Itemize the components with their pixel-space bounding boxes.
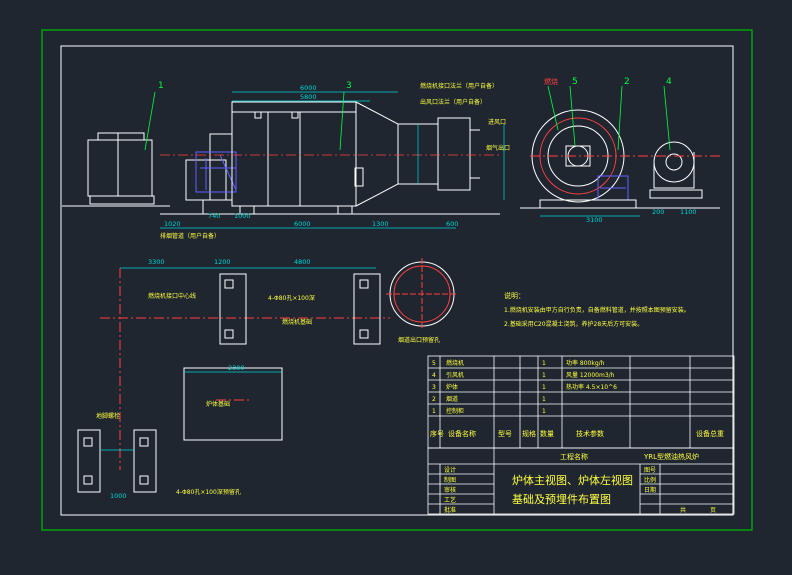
balloon-4: 4 — [666, 77, 672, 87]
row-3-name: 炉体 — [446, 383, 458, 391]
outlet-flange — [437, 117, 471, 191]
label-scale: 比例 — [644, 476, 656, 484]
front-view — [62, 101, 500, 215]
row-3-no: 3 — [432, 384, 436, 391]
row-5-no: 5 — [432, 360, 436, 367]
drawing-title-1: 炉体主视图、炉体左视图 — [512, 473, 633, 487]
plan-note-burner-base: 燃烧机基础 — [282, 318, 312, 326]
label-date: 日期 — [644, 486, 656, 494]
header-model: 型号 — [498, 429, 512, 438]
row-5-name: 燃烧机 — [446, 359, 464, 367]
header-name: 设备名称 — [448, 429, 476, 438]
label-check: 审核 — [444, 486, 456, 494]
row-5-spec: 功率 800kg/h — [566, 359, 605, 367]
label-draw: 制图 — [444, 476, 456, 484]
dim-1300: 1300 — [372, 220, 389, 228]
notes-line-1: 1.燃烧机安装由甲方自行负责，自备燃料管道，并按照本图预留安装。 — [504, 306, 690, 314]
row-3-spec: 热功率 4.5×10^6 — [566, 383, 617, 391]
header-tech: 技术参数 — [576, 429, 604, 438]
note-flue-outlet: 烟气出口 — [486, 144, 510, 152]
dim-5800-top: 5800 — [300, 93, 317, 101]
row-4-no: 4 — [432, 372, 436, 379]
plan-note-anchor-bolts: 地脚螺栓 — [96, 412, 120, 420]
label-process: 工艺 — [444, 496, 456, 504]
balloon-2: 2 — [624, 77, 630, 87]
row-1-name: 控制柜 — [446, 407, 464, 415]
plan-note-burner-center: 燃烧机接口中心线 — [148, 292, 196, 300]
side-dim-3100: 3100 — [586, 216, 603, 224]
title-block — [427, 447, 735, 515]
note-inlet: 进风口 — [488, 118, 506, 126]
plan-dim-2300: 2300 — [228, 364, 245, 372]
header-weight: 设备总重 — [696, 429, 724, 438]
label-total: 共 — [680, 506, 686, 514]
row-1-no: 1 — [432, 408, 436, 415]
label-approve: 批准 — [444, 506, 456, 514]
hole-detail-caption: 烟道出口预留孔 — [398, 336, 440, 344]
row-4-qty: 1 — [542, 372, 546, 379]
project-value: YRL型燃油热风炉 — [643, 452, 699, 461]
side-note-burn: 燃烧 — [544, 77, 558, 86]
note-exhaust-pipe: 排烟管道（用户自备） — [160, 232, 220, 240]
side-dim-200: 200 — [652, 208, 664, 216]
dim-6000-top: 6000 — [300, 84, 317, 92]
balloon-5: 5 — [572, 77, 578, 87]
dim-6000-bottom: 6000 — [294, 220, 311, 228]
dim-1000: 1000 — [234, 212, 251, 220]
label-drawing-no: 图号 — [644, 467, 656, 474]
project-label: 工程名称 — [560, 452, 588, 461]
plan-dim-3300: 3300 — [148, 258, 165, 266]
header-spec: 规格 — [522, 429, 536, 438]
notes-line-2: 2.基础采用C20混凝土浇筑，养护28天后方可安装。 — [504, 320, 643, 328]
balloon-1: 1 — [158, 81, 164, 91]
row-5-qty: 1 — [542, 360, 546, 367]
inner-frame — [60, 45, 734, 516]
hole-detail — [386, 258, 458, 330]
balloon-3: 3 — [346, 81, 352, 91]
row-4-name: 引风机 — [446, 371, 464, 379]
plan-note-holes-2: 4-Φ80孔×100深预留孔 — [176, 488, 241, 496]
label-page: 页 — [710, 507, 716, 514]
label-design: 设计 — [444, 466, 456, 474]
outer-frame — [41, 29, 753, 531]
row-2-qty: 1 — [542, 396, 546, 403]
side-view — [520, 109, 720, 209]
row-2-no: 2 — [432, 396, 436, 403]
plan-note-furnace-base: 炉体基础 — [206, 400, 230, 408]
row-4-spec: 风量 12000m3/h — [566, 372, 615, 379]
dim-1020: 1020 — [164, 220, 181, 228]
row-1-qty: 1 — [542, 408, 546, 415]
notes-title: 说明： — [504, 291, 525, 300]
plan-dim-1200: 1200 — [214, 258, 231, 266]
furnace-body — [231, 101, 357, 207]
foundation-plan — [77, 267, 390, 493]
front-view-dimensions — [160, 91, 505, 229]
plan-dim-1000: 1000 — [110, 492, 127, 500]
note-burner-flange: 燃烧机接口法兰（用户自备） — [420, 82, 498, 90]
header-no: 序号 — [430, 429, 444, 438]
row-3-qty: 1 — [542, 384, 546, 391]
note-outlet-flange: 出风口法兰（用户自备） — [420, 98, 486, 106]
dim-600: 600 — [446, 220, 458, 228]
header-qty: 数量 — [540, 429, 554, 438]
plan-dim-4800: 4800 — [294, 258, 311, 266]
plan-note-holes-1: 4-Φ80孔×100深 — [268, 294, 315, 302]
drawing-title-2: 基础及预埋件布置图 — [512, 493, 611, 506]
side-dim-1100: 1100 — [680, 208, 697, 216]
row-2-name: 烟道 — [446, 395, 458, 403]
dim-740: 740 — [208, 212, 220, 220]
